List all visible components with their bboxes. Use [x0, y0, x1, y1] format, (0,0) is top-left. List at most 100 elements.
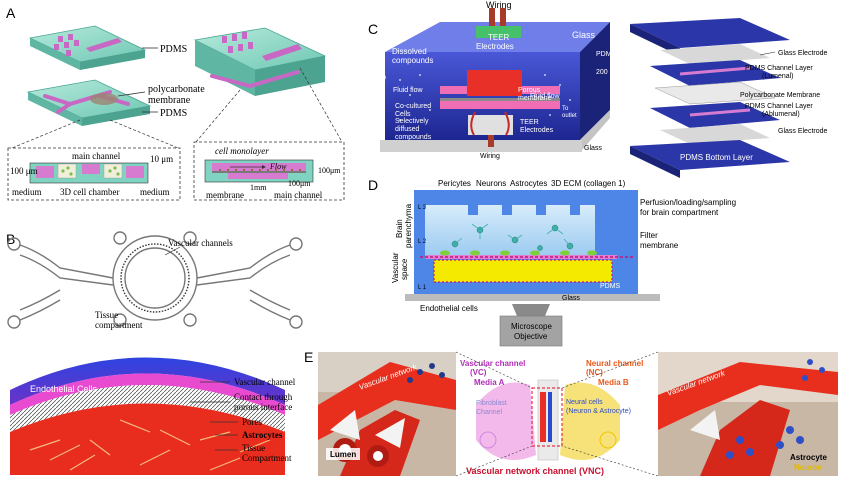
glass-bottom-label: Glass	[584, 145, 602, 152]
pdms-top-label: PDMS	[160, 44, 187, 55]
membrane-disc	[90, 93, 118, 105]
teer-top-label: TEER	[488, 33, 510, 42]
neurons-label: Neurons	[476, 179, 506, 188]
brain-label-2: parenchyma	[404, 203, 413, 248]
flow-label: Flow	[269, 162, 287, 171]
wiring-bottom-label: Wiring	[480, 153, 500, 160]
porous-label-2: membrane	[518, 95, 552, 102]
porous-label: Porous	[518, 87, 541, 94]
top-layer-label: PDMS Top Layer	[678, 9, 739, 18]
perfusion-label: Perfusion/loading/sampling	[640, 198, 736, 207]
neuron-label: Neuron	[794, 463, 822, 472]
lumen-label: Lumen	[330, 450, 356, 459]
selective-label: Selectively	[395, 118, 429, 125]
microscope-label-2: Objective	[514, 332, 548, 341]
teer-bottom-label: TEER	[520, 119, 539, 126]
exploded-layers	[630, 18, 790, 178]
glass-electrode-bottom-label: Glass Electrode	[778, 128, 828, 135]
l3-label: L 3	[418, 205, 427, 211]
selective-label-3: compounds	[395, 134, 432, 141]
astrocyte-label: Astrocyte	[790, 453, 827, 462]
brain-label: Brain	[395, 219, 404, 238]
from-inlet-label-2: inlet	[372, 82, 383, 88]
vascular-label-2: space	[400, 258, 409, 280]
ecm-label: 3D ECM (collagen 1)	[551, 179, 626, 188]
perfusion-label-2: for brain compartment	[640, 208, 719, 217]
membrane-lower-label: membrane	[206, 190, 244, 200]
panel-a-letter: A	[6, 5, 16, 21]
bottom-layer-label: PDMS Bottom Layer	[680, 153, 753, 162]
neural-cells-label-2: (Neuron & Astrocyte)	[566, 408, 631, 415]
glass-top-label: Glass	[572, 30, 596, 40]
contact-label: Contact through	[234, 392, 293, 402]
channel-lumenal-label: PDMS Channel Layer	[745, 65, 813, 72]
pdms-bottom-slab	[26, 79, 152, 126]
astrocytes-label: Astrocytes	[242, 430, 283, 440]
tissue-comp-label: Tissue	[242, 443, 265, 453]
brain-chip	[405, 190, 660, 347]
vascular-channel-label: Vascular channel	[234, 377, 296, 387]
co-cultured-label-2: Cells	[395, 111, 411, 118]
fibroblast-label-2: Channel	[476, 409, 503, 416]
dissolved-label: Dissolved	[392, 47, 427, 56]
l2-label: L 2	[418, 239, 427, 245]
dim-100-left-label: 100 μm	[10, 166, 38, 176]
dim-10-label: 10 μm	[150, 154, 173, 164]
membrane-label-2: membrane	[148, 95, 191, 106]
panel-d: D	[368, 177, 736, 347]
tissue-compartment-label: Tissue	[95, 310, 118, 320]
astrocytes-label-d: Astrocytes	[510, 179, 547, 188]
microscope-label: Microscope	[511, 322, 552, 331]
panel-d-letter: D	[368, 177, 378, 193]
channel-ablumenal-label: PDMS Channel Layer	[745, 103, 813, 110]
panel-e: E Vascular network Lumen	[304, 349, 838, 477]
pdms-chip-right	[193, 27, 327, 96]
panel-a: A PDMS pol	[6, 5, 345, 201]
contact-label-2: porous interface	[234, 402, 292, 412]
glass-electrode-top-label: Glass Electrode	[778, 50, 828, 57]
media-b-label: Media B	[598, 378, 629, 387]
vc-label: Vascular channel	[460, 359, 525, 368]
pdms-bottom-label: PDMS	[160, 108, 187, 119]
nc-label: Neural channel	[586, 359, 643, 368]
medium-right-label: medium	[140, 187, 170, 197]
to-outlet-label: To	[562, 106, 569, 112]
endothelial-label-d: Endothelial cells	[420, 304, 478, 313]
teer-bottom-label-2: Electrodes	[520, 127, 554, 134]
pericytes-label: Pericytes	[438, 179, 471, 188]
polycarbonate-label: Polycarbonate Membrane	[740, 92, 820, 99]
vascular-channels-label: Vascular channels	[168, 238, 233, 248]
to-outlet-label-2: outlet	[562, 113, 577, 119]
l1-label: L 1	[418, 285, 427, 291]
dim-100-right-label: 100μm	[318, 166, 341, 175]
teer-top-label-2: Electrodes	[476, 42, 514, 51]
center-chip	[476, 379, 620, 461]
fluid-flow-right-label: Fluid flow	[530, 93, 561, 100]
endothelial-label: Endothelial Cells	[30, 384, 98, 394]
panel-b: B Vascular channels Tissue compartment	[6, 231, 303, 475]
membrane-label: polycarbonate	[148, 84, 205, 95]
panel-c-letter: C	[368, 21, 378, 37]
cross-section-box-left	[7, 147, 181, 201]
selective-label-2: diffused	[395, 126, 419, 133]
microscope-objective	[499, 304, 563, 347]
wiring-top-label: Wiring	[486, 0, 512, 10]
filter-label: Filter	[640, 231, 658, 240]
fibroblast-label: Fibroblast	[476, 400, 507, 407]
vascular-network-left-image	[318, 352, 456, 476]
pdms-top-slab	[28, 25, 147, 70]
panel-c: C Wiring TEER Electrodes	[368, 0, 828, 178]
vc-label-2: (VC)	[470, 368, 487, 377]
tissue-compartment-label-2: compartment	[95, 320, 143, 330]
chip-layout	[7, 231, 303, 329]
main-channel-label: main channel	[72, 151, 121, 161]
pdms-label-d: PDMS	[600, 283, 621, 290]
dissolved-label-2: compounds	[392, 56, 433, 65]
co-cultured-label: Co-cultured	[395, 103, 431, 110]
tissue-comp-label-2: Compartment	[242, 453, 292, 463]
cell-chamber-label: 3D cell chamber	[60, 187, 119, 197]
vascular-network-right-image	[658, 352, 838, 476]
media-a-label: Media A	[474, 378, 505, 387]
vascular-label: Vascular	[391, 252, 400, 283]
